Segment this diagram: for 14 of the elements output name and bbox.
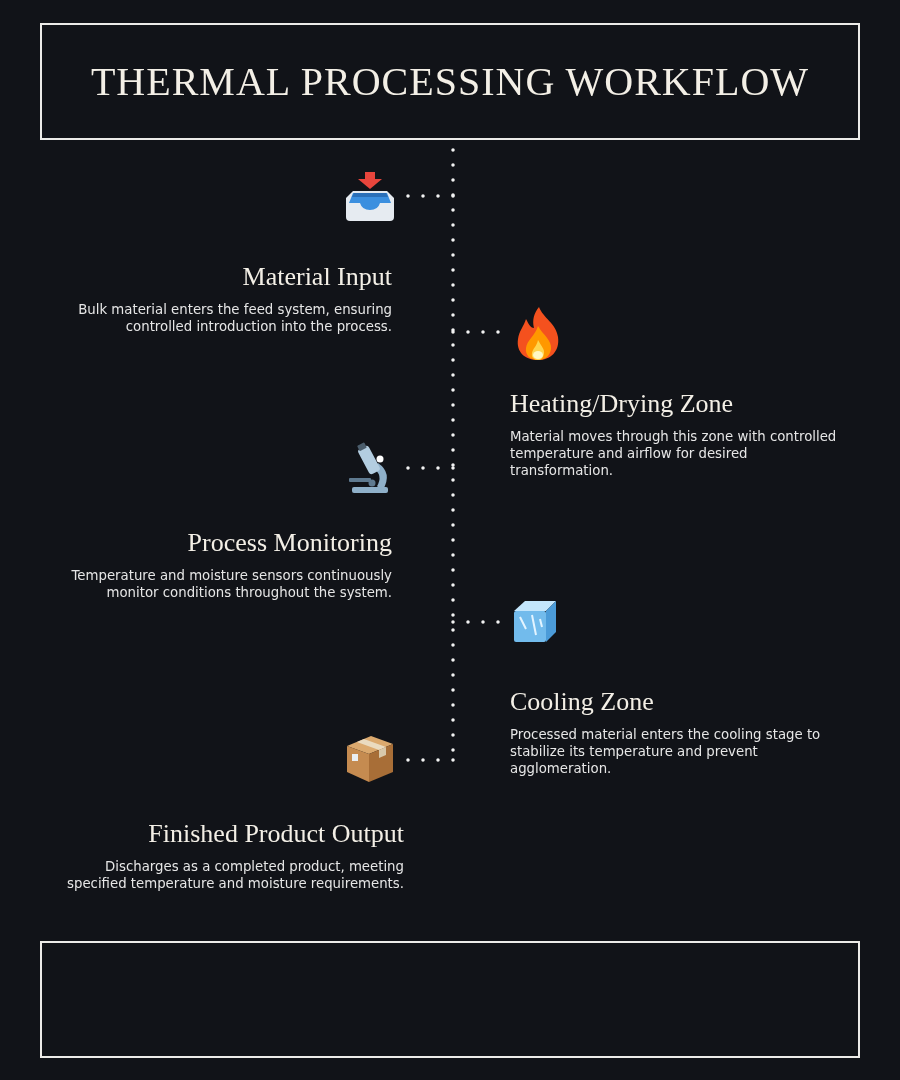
step-description: Material moves through this zone with controlled temperature and airflow for desired transformation.	[510, 428, 838, 479]
step-heading: Finished Product Output	[147, 818, 404, 850]
step-description: Bulk material enters the feed system, ensuring controlled introduction into the process.	[77, 301, 392, 335]
step-description: Temperature and moisture sensors continuously monitor conditions throughout the system.	[70, 567, 392, 601]
ice-cube-icon	[512, 599, 558, 643]
step-description: Discharges as a completed product, meeting specified temperature and moisture requirements.	[66, 858, 404, 892]
step-heading: Process Monitoring	[186, 527, 392, 559]
step-heading: Heating/Drying Zone	[510, 388, 735, 420]
step-description: Processed material enters the cooling stage to stabilize its temperature and prevent agglomeration.	[510, 726, 822, 777]
step-heading: Material Input	[241, 261, 392, 293]
step-heading: Cooling Zone	[510, 686, 655, 718]
diagram-title: THERMAL PROCESSING WORKFLOW	[90, 58, 810, 105]
empty-panel	[40, 941, 860, 1058]
inbox-tray-icon	[344, 172, 396, 222]
